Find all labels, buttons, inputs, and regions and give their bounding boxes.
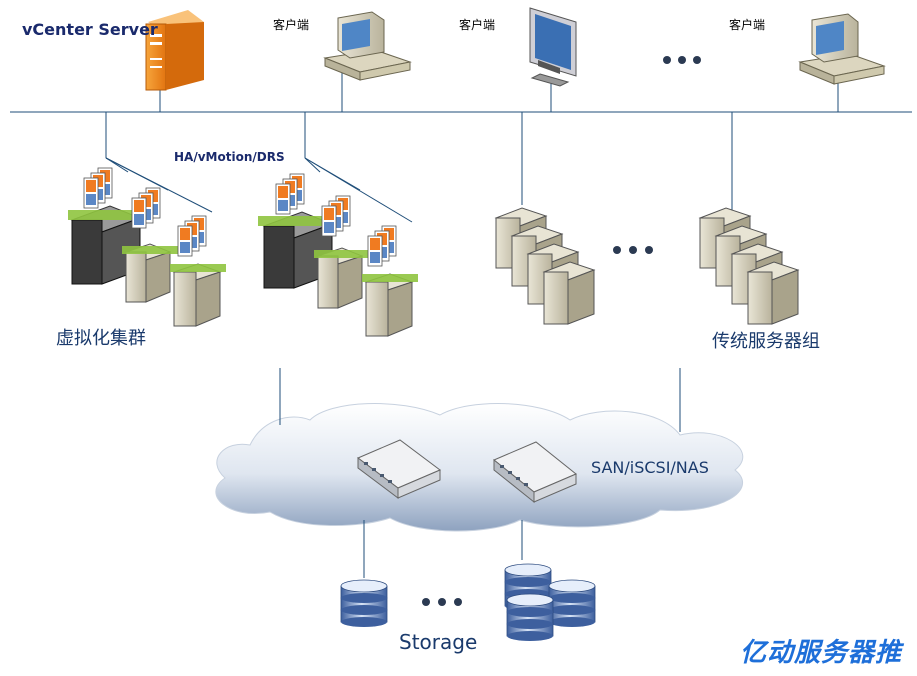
- disk-storage-icon: [340, 563, 596, 641]
- connection-lines: [10, 70, 912, 578]
- traditional-server-group-2: [698, 207, 800, 325]
- vm-stack-icon: [83, 167, 397, 267]
- desktop-client-icon: [323, 11, 412, 81]
- ellipsis-icon: [422, 598, 462, 606]
- vm-card: [177, 225, 193, 257]
- vm-card: [367, 235, 383, 267]
- server-rack-icon: [172, 263, 222, 327]
- client-label-1: 客户端: [273, 18, 310, 32]
- disk-storage-icon: [340, 579, 388, 627]
- vm-card: [275, 183, 291, 215]
- desktop-client-icon: [798, 13, 886, 85]
- server-rack-icon: [364, 273, 414, 337]
- cloud-network-icon: [215, 403, 744, 532]
- traditional-server-group-label: 传统服务器组: [712, 331, 820, 352]
- ha-vmotion-drs-label: HA/vMotion/DRS: [174, 150, 285, 164]
- client-label-2: 客户端: [459, 18, 496, 32]
- san-iscsi-nas-label: SAN/iSCSI/NAS: [591, 458, 709, 477]
- client-label-3: 客户端: [729, 18, 766, 32]
- server-tower-icon: [145, 10, 204, 91]
- vm-card: [321, 205, 337, 237]
- ellipsis-icon: [613, 246, 653, 254]
- green-band: [68, 210, 144, 220]
- vm-card: [131, 197, 147, 229]
- virtualization-cluster-label: 虚拟化集群: [56, 328, 146, 349]
- traditional-server-group-1: [494, 207, 596, 325]
- storage-label: Storage: [399, 630, 478, 654]
- ellipsis-icon: [663, 56, 701, 64]
- virtualization-host-group-1: [68, 205, 226, 327]
- vm-card: [83, 177, 99, 209]
- watermark-logo: 亿动服务器推: [740, 638, 903, 668]
- server-rack-icon: [746, 261, 800, 325]
- disk-storage-icon: [506, 593, 554, 641]
- disk-storage-icon: [548, 579, 596, 627]
- network-switch-icon: [493, 441, 577, 504]
- virtualization-host-group-2: [258, 211, 418, 337]
- network-switch-icon: [357, 439, 441, 499]
- vcenter-server-label: vCenter Server: [22, 20, 158, 39]
- server-rack-icon: [542, 261, 596, 325]
- monitor-client-icon: [529, 7, 577, 87]
